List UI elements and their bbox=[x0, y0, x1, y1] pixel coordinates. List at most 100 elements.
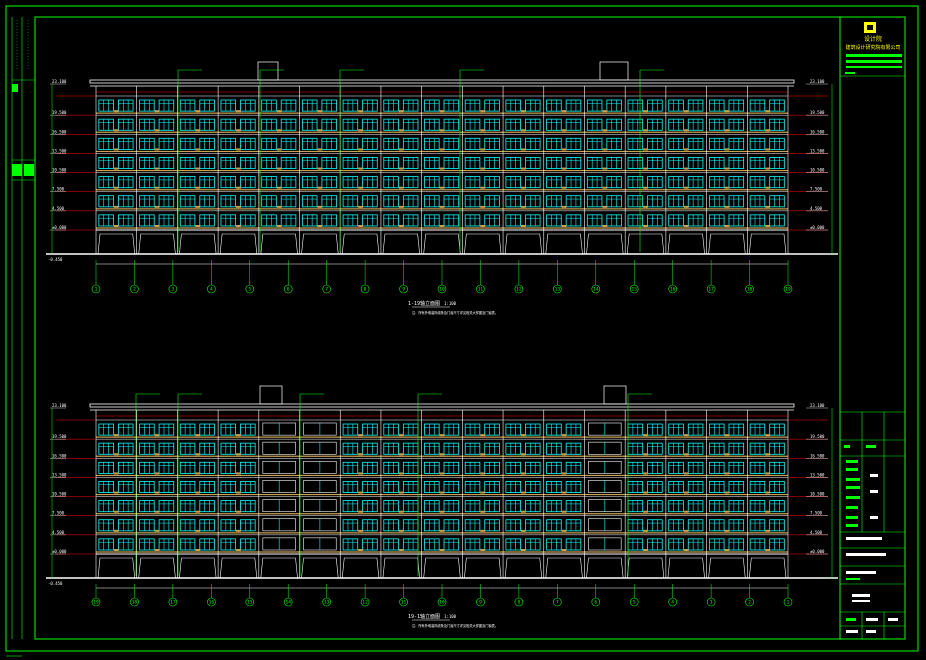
window bbox=[220, 176, 237, 189]
sill-accent bbox=[358, 167, 364, 170]
window bbox=[158, 214, 175, 227]
window bbox=[383, 118, 399, 131]
axis-label: 8 bbox=[364, 287, 367, 293]
axis-bubble bbox=[745, 597, 754, 607]
sill-accent bbox=[358, 434, 364, 437]
window bbox=[728, 214, 745, 227]
axis-bubble bbox=[283, 284, 293, 294]
window bbox=[484, 214, 500, 227]
window bbox=[484, 118, 500, 131]
sill-accent bbox=[195, 434, 201, 437]
sill-accent bbox=[113, 225, 119, 227]
window bbox=[362, 461, 378, 474]
window bbox=[301, 118, 318, 131]
sill-accent bbox=[683, 186, 689, 189]
window bbox=[98, 137, 114, 150]
window bbox=[158, 118, 175, 131]
axis-label: 13 bbox=[555, 287, 561, 293]
window bbox=[98, 519, 114, 532]
window bbox=[627, 442, 644, 455]
window bbox=[342, 195, 359, 208]
window bbox=[505, 195, 521, 208]
window bbox=[749, 137, 766, 150]
sill-accent bbox=[520, 110, 526, 113]
axis-bubble bbox=[91, 597, 101, 607]
window bbox=[362, 500, 378, 513]
window bbox=[464, 99, 481, 112]
elevation-label-right: 7.500 bbox=[810, 187, 823, 192]
axis-bubble bbox=[283, 597, 293, 607]
window bbox=[240, 461, 256, 474]
sill-accent bbox=[236, 225, 241, 227]
window bbox=[586, 118, 603, 131]
axis-label: 10 bbox=[439, 600, 445, 606]
window bbox=[505, 461, 521, 474]
window bbox=[728, 118, 745, 131]
window bbox=[505, 118, 521, 131]
window bbox=[443, 195, 460, 208]
window bbox=[240, 519, 256, 532]
sill-accent bbox=[113, 453, 119, 456]
window bbox=[769, 99, 785, 112]
window bbox=[749, 214, 766, 227]
window bbox=[484, 157, 500, 169]
sill-accent bbox=[561, 434, 567, 437]
sill-accent bbox=[561, 510, 567, 513]
window bbox=[647, 500, 663, 513]
sill-accent bbox=[520, 529, 526, 532]
window bbox=[464, 157, 481, 169]
window bbox=[240, 118, 256, 131]
sill-accent bbox=[113, 510, 119, 513]
window bbox=[546, 461, 562, 474]
sill-accent bbox=[398, 510, 404, 513]
sill-accent bbox=[236, 510, 241, 513]
window bbox=[158, 461, 175, 474]
window bbox=[769, 157, 785, 169]
sill-accent bbox=[520, 186, 526, 189]
sill-accent bbox=[276, 167, 282, 170]
window bbox=[424, 176, 440, 189]
window bbox=[158, 99, 175, 112]
window bbox=[627, 214, 644, 227]
sill-accent bbox=[113, 148, 119, 151]
window bbox=[647, 157, 663, 169]
window bbox=[158, 176, 175, 189]
axis-bubble bbox=[629, 597, 639, 607]
window bbox=[280, 137, 297, 150]
drawing-note: 注：所有外墙装饰线条及门窗尺寸详见相关大样图及门窗表。 bbox=[412, 623, 498, 628]
sill-accent bbox=[602, 225, 608, 227]
sill-accent bbox=[113, 205, 119, 208]
axis-label: 18 bbox=[747, 287, 753, 293]
window bbox=[179, 500, 196, 513]
sill-accent bbox=[398, 491, 404, 494]
window bbox=[179, 99, 196, 112]
axis-label: 5 bbox=[633, 600, 636, 606]
axis-bubble bbox=[476, 597, 485, 607]
axis-label: 7 bbox=[556, 600, 559, 606]
sill-accent bbox=[439, 167, 445, 170]
sill-accent bbox=[317, 129, 323, 132]
window bbox=[424, 214, 440, 227]
sill-accent bbox=[765, 510, 771, 513]
sill-accent bbox=[602, 186, 608, 189]
window bbox=[687, 214, 704, 227]
sill-accent bbox=[154, 110, 160, 113]
arcade-opening bbox=[260, 233, 298, 255]
sill-accent bbox=[439, 549, 445, 551]
window bbox=[606, 137, 622, 150]
sill-accent bbox=[195, 167, 201, 170]
sill-accent bbox=[195, 472, 201, 475]
window bbox=[464, 481, 481, 493]
window bbox=[139, 157, 155, 169]
sill-accent bbox=[154, 549, 160, 551]
sill-accent bbox=[439, 225, 445, 227]
window bbox=[464, 461, 481, 474]
window bbox=[383, 214, 399, 227]
window bbox=[240, 99, 256, 112]
axis-label: 1 bbox=[95, 287, 98, 293]
sill-accent bbox=[113, 110, 119, 113]
sill-accent bbox=[724, 434, 730, 437]
window bbox=[199, 137, 215, 150]
axis-bubble bbox=[783, 597, 793, 607]
sill-accent bbox=[236, 167, 241, 170]
